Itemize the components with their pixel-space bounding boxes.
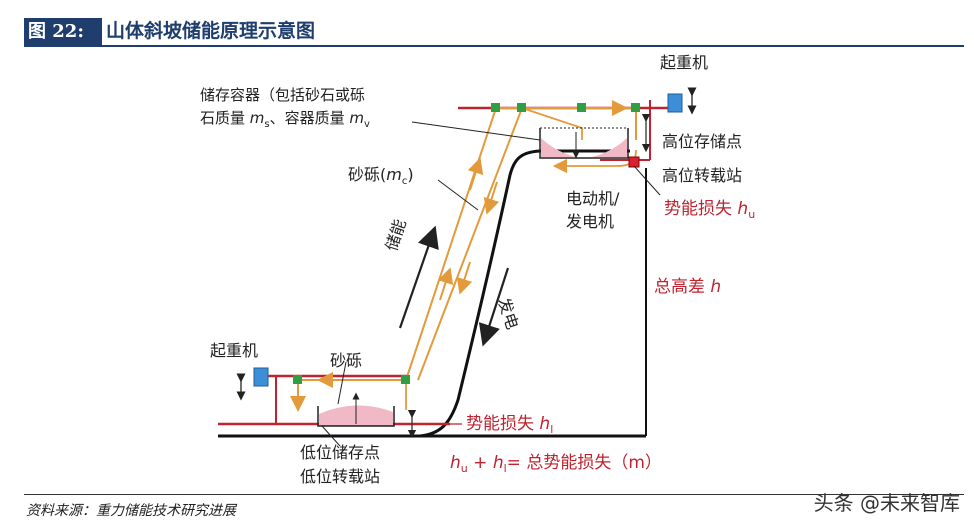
- container-leader: [411, 121, 541, 141]
- store-arrow: [398, 225, 439, 329]
- node-top-2: [517, 103, 526, 112]
- cable-arrow-2: [437, 267, 454, 301]
- cable-arrow-1: [467, 157, 484, 191]
- low-storage-leader: [321, 425, 341, 447]
- motor-generator: [628, 156, 640, 168]
- source-note: 资料来源：重力储能技术研究进展: [26, 503, 236, 519]
- loss-u-label: 势能损失 hu: [664, 199, 755, 221]
- crane-bottom-label: 起重机: [210, 341, 258, 360]
- cable-top: [496, 107, 637, 140]
- cable-inner: [417, 107, 523, 381]
- motor-label-line1: 电动机/: [566, 189, 620, 208]
- watermark: 头条 @未来智库: [813, 491, 960, 515]
- container-label-line1: 储存容器（包括砂石或砾: [200, 86, 365, 104]
- crane-top-box: [667, 93, 683, 113]
- figure-title: 山体斜坡储能原理示意图: [106, 20, 316, 42]
- cable-arrow-4: [456, 261, 473, 295]
- cable-high-return: [521, 107, 583, 140]
- node-top-4: [631, 103, 640, 112]
- motor-label-line2: 发电机: [566, 212, 614, 231]
- container-label-line2: 石质量 ms、容器质量 mv: [200, 109, 370, 130]
- total-height-label: 总高差 h: [654, 277, 721, 297]
- node-top-3: [577, 103, 586, 112]
- crane-bottom-box: [253, 367, 269, 387]
- node-bottom-2: [401, 375, 410, 384]
- figure-number: 图 22:: [24, 18, 102, 45]
- low-transfer-label: 低位转载站: [300, 467, 380, 486]
- loss-l-label: 势能损失 hl: [466, 414, 553, 436]
- low-storage-container: [317, 392, 395, 427]
- store-label: 储能: [382, 217, 410, 253]
- gravel-mc-leader: [437, 179, 479, 211]
- high-transfer-label: 高位转载站: [662, 166, 742, 185]
- formula-label: hu + hl= 总势能损失（m）: [450, 453, 662, 475]
- figure-header: 图 22: 山体斜坡储能原理示意图: [24, 18, 964, 47]
- gravel-mc-label: 砂砾(mc): [348, 165, 414, 187]
- motor-leader: [633, 165, 661, 196]
- footer-rule: [24, 494, 964, 495]
- header-rule: [24, 45, 964, 47]
- high-storage-container: [539, 127, 629, 159]
- gravel-leader: [337, 361, 347, 405]
- high-storage-label: 高位存储点: [662, 132, 742, 151]
- node-bottom-1: [293, 375, 302, 384]
- low-storage-label: 低位储存点: [300, 443, 380, 462]
- crane-top-label: 起重机: [660, 53, 708, 72]
- cable-arrow-3: [483, 181, 500, 215]
- generate-arrow: [478, 267, 510, 347]
- generate-label: 发电: [494, 295, 522, 331]
- gravel-label: 砂砾: [330, 351, 362, 370]
- node-top-1: [491, 103, 500, 112]
